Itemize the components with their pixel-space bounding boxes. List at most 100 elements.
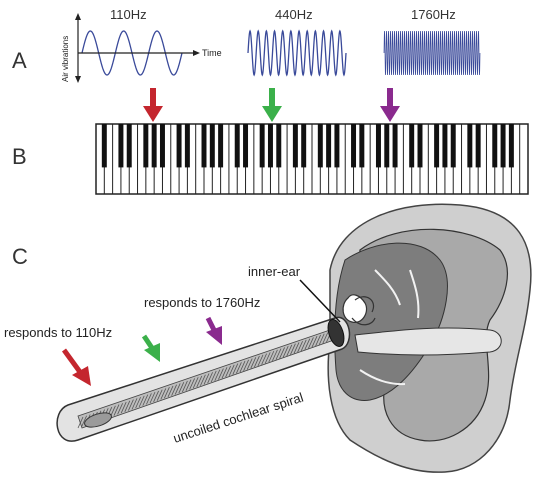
frequency-arrows: [143, 88, 400, 122]
hatch-line: [210, 370, 217, 383]
hatch-line: [282, 345, 289, 358]
hatch-line: [293, 342, 300, 354]
hatch-line: [300, 339, 307, 352]
ear-canal: [354, 327, 502, 356]
cochlea-apex: [84, 412, 112, 428]
basilar-membrane: [77, 329, 335, 429]
hatch-line: [207, 372, 213, 384]
black-key: [243, 124, 249, 168]
black-key: [151, 124, 157, 168]
hatch-line: [149, 391, 156, 404]
hatch-line: [146, 393, 152, 405]
panel-label-a: A: [12, 48, 27, 73]
hatch-line: [138, 395, 145, 408]
hatch-line: [290, 343, 296, 355]
hatch-line: [264, 352, 271, 364]
hatch-line: [232, 363, 239, 375]
waveform-axes: Air vibrations Time: [61, 13, 222, 83]
black-key: [409, 124, 415, 168]
black-key: [467, 124, 473, 168]
low-frequency-note: responds to 110Hz: [4, 325, 113, 340]
hatch-line: [81, 415, 87, 427]
hatch-line: [322, 332, 329, 344]
hatch-line: [214, 369, 221, 381]
hatch-line: [200, 374, 206, 386]
black-key: [475, 124, 481, 168]
arrow-purple-1760hz: [380, 88, 400, 122]
black-key: [500, 124, 506, 168]
hatch-line: [156, 389, 163, 401]
inner-ear-label: inner-ear: [248, 264, 301, 279]
hatch-line: [318, 333, 325, 345]
black-key: [201, 124, 207, 168]
hatch-line: [124, 400, 131, 413]
hatch-line: [185, 379, 192, 391]
black-key: [143, 124, 149, 168]
hatch-line: [297, 341, 303, 353]
ear-highlights: [359, 269, 420, 386]
black-key: [334, 124, 340, 168]
black-key: [301, 124, 307, 168]
hatch-line: [272, 349, 278, 362]
black-key: [184, 124, 190, 168]
hatch-line: [117, 403, 123, 415]
hatch-line: [308, 337, 314, 349]
hatch-line: [279, 347, 285, 359]
black-key: [317, 124, 323, 168]
black-key: [159, 124, 165, 168]
hatch-line: [236, 362, 242, 374]
hatch-line: [128, 399, 134, 411]
black-key: [267, 124, 273, 168]
hatch-line: [196, 375, 203, 388]
black-key: [126, 124, 132, 168]
y-axis-label: Air vibrations: [61, 36, 70, 82]
hatch-line: [257, 354, 264, 367]
black-key: [351, 124, 357, 168]
black-key: [326, 124, 332, 168]
hatch-line: [239, 360, 246, 373]
hatch-line: [315, 334, 321, 347]
cochlea-shell: [342, 294, 368, 324]
panel-label-c: C: [12, 244, 28, 269]
hatch-line: [225, 365, 231, 378]
arrow-green-cochlea: [141, 334, 160, 362]
hatch-line: [203, 373, 210, 385]
hatch-line: [243, 359, 249, 371]
black-key: [101, 124, 107, 168]
hatch-line: [250, 357, 257, 369]
hatch-line: [261, 353, 267, 365]
hatch-line: [182, 380, 188, 393]
hatch-line: [221, 367, 228, 379]
black-key: [434, 124, 440, 168]
arrow-purple-cochlea: [205, 316, 222, 345]
high-frequency-note: responds to 1760Hz: [144, 295, 261, 310]
black-key: [392, 124, 398, 168]
black-key: [209, 124, 215, 168]
black-key: [508, 124, 514, 168]
hatch-line: [192, 377, 199, 389]
hatch-line: [164, 387, 170, 399]
cochlea-base-window: [327, 319, 345, 347]
piano-keyboard: [95, 123, 529, 195]
hatch-line: [174, 383, 181, 395]
hatch-line: [254, 355, 260, 368]
ear-illustration: [327, 203, 532, 473]
hatch-line: [120, 401, 127, 414]
hatch-line: [178, 382, 185, 394]
wave-label-1760hz: 1760Hz: [411, 7, 456, 22]
black-key: [359, 124, 365, 168]
waveform-1760hz: [383, 30, 481, 76]
membrane-hatching: [77, 331, 332, 429]
hatch-line: [77, 416, 84, 429]
black-key: [375, 124, 381, 168]
hatch-line: [113, 404, 120, 416]
uncoiled-cochlea: [56, 279, 351, 442]
x-axis-label: Time: [202, 48, 222, 58]
hatch-line: [275, 348, 282, 360]
arrow-red-cochlea: [61, 348, 91, 386]
hatch-line: [142, 394, 149, 406]
inner-ear-pointer: [299, 279, 341, 323]
black-key: [450, 124, 456, 168]
